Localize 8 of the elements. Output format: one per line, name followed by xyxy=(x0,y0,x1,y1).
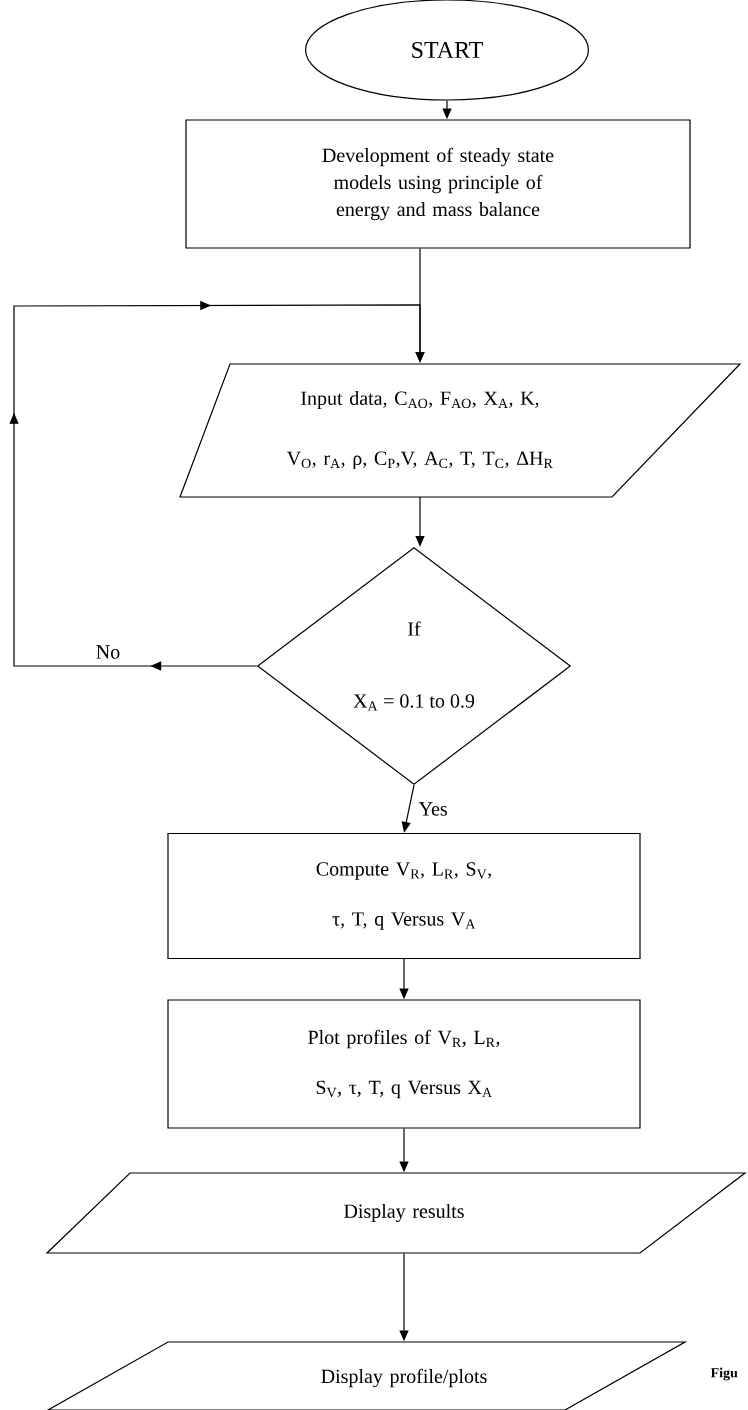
process-box: Compute V$_{R}$, L$_{R}$, S$_{V}$, τ, T, q Versus V$_{A}$ xyxy=(167,832,641,960)
edge-label: Yes xyxy=(417,801,449,817)
input-output-box: Input data, C$_{AO}$, F$_{AO}$, X$_{A}$, K, V$_{O}$, r$_{A}$, ρ, C$_{P}$,V, A$_{C}$, T, T$_{C}$, ΔH$_{R}$ xyxy=(179,363,742,498)
arrow xyxy=(9,300,425,671)
process-box: Plot profiles of V$_{R}$, L$_{R}$, S$_{V}$, τ, T, q Versus X$_{A}$ xyxy=(167,999,641,1129)
process-box: Development of steady state models using principle of energy and mass balance xyxy=(185,119,691,249)
edge-label: No xyxy=(94,644,122,660)
caption-fragment: Figu xyxy=(710,1367,738,1381)
